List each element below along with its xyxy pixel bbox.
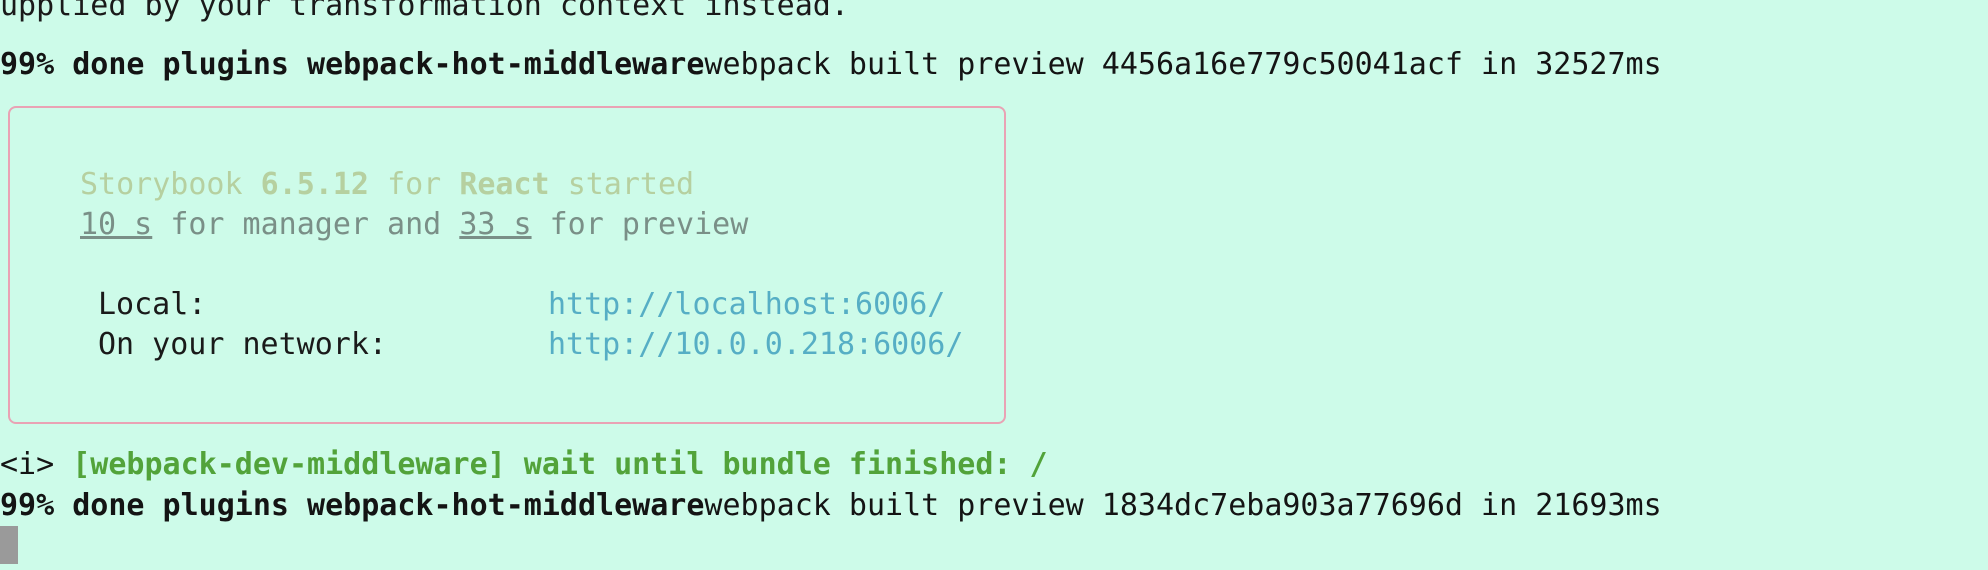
storybook-version: 6.5.12 bbox=[260, 167, 369, 202]
build-progress-prefix-2: 99% done plugins webpack-hot-middleware bbox=[0, 488, 705, 523]
banner-word-for: for bbox=[387, 167, 442, 202]
build-output-line-2: 99% done plugins webpack-hot-middlewarew… bbox=[0, 486, 1662, 526]
info-message: [webpack-dev-middleware] wait until bund… bbox=[72, 447, 1048, 482]
storybook-title-line: Storybook 6.5.12 for React started bbox=[80, 165, 694, 205]
preview-time: 33 s bbox=[459, 207, 532, 242]
preview-text: for preview bbox=[549, 207, 749, 242]
build-message-2: webpack built preview 1834dc7eba903a7769… bbox=[704, 488, 1662, 523]
network-url-link[interactable]: http://10.0.0.218:6006/ bbox=[548, 327, 964, 362]
info-tag: <i> bbox=[0, 447, 55, 482]
terminal-clipped-line: upplied by your transformation context i… bbox=[0, 0, 849, 23]
storybook-framework: React bbox=[459, 167, 550, 202]
build-progress-prefix: 99% done plugins webpack-hot-middleware bbox=[0, 47, 705, 82]
network-label: On your network: bbox=[98, 327, 387, 362]
banner-word-started: started bbox=[567, 167, 695, 202]
storybook-started-banner: Storybook 6.5.12 for React started 10 s … bbox=[8, 106, 1006, 424]
build-message: webpack built preview 4456a16e779c50041a… bbox=[704, 47, 1662, 82]
network-address-row: On your network: http://10.0.0.218:6006/ bbox=[98, 325, 978, 365]
local-address-row: Local: http://localhost:6006/ bbox=[98, 285, 978, 325]
terminal-cursor bbox=[0, 526, 18, 564]
startup-times-line: 10 s for manager and 33 s for preview bbox=[80, 205, 748, 245]
local-url-link[interactable]: http://localhost:6006/ bbox=[548, 287, 946, 322]
info-line: <i> [webpack-dev-middleware] wait until … bbox=[0, 445, 1048, 485]
local-label: Local: bbox=[98, 287, 207, 322]
build-output-line-1: 99% done plugins webpack-hot-middlewarew… bbox=[0, 45, 1662, 85]
banner-word-storybook: Storybook bbox=[80, 167, 243, 202]
manager-time: 10 s bbox=[80, 207, 153, 242]
manager-text: for manager and bbox=[170, 207, 442, 242]
